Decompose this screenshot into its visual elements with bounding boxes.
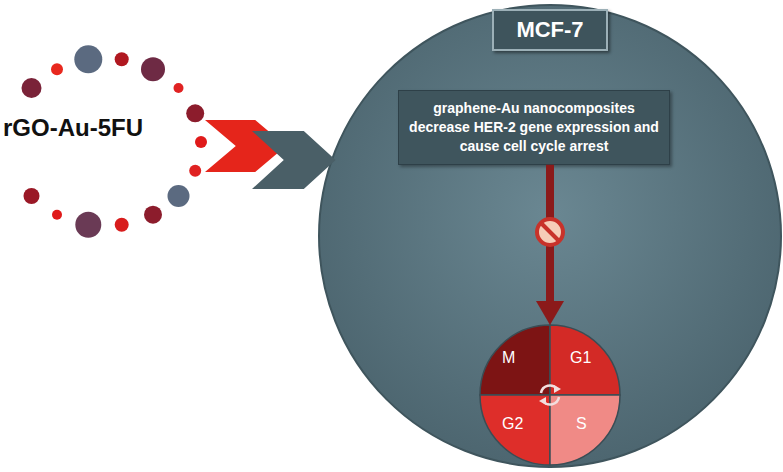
nanoparticle-dot [189, 165, 201, 177]
inhibit-slash [542, 224, 558, 240]
quadrant-fill [480, 395, 550, 465]
nanoparticle-dot [195, 136, 207, 148]
phase-quadrant: S [550, 395, 620, 465]
nanoparticle-ring [0, 50, 205, 240]
inhibit-symbol [537, 219, 563, 245]
nanoparticle-dot [168, 185, 190, 207]
cell-body [319, 5, 781, 467]
effect-text: graphene-Au nanocomposites decrease HER-… [409, 99, 659, 156]
nanoparticle-dot [144, 206, 162, 224]
phase-label: S [576, 415, 587, 433]
phase-quadrant: M [480, 325, 550, 395]
quadrant-fill [550, 325, 620, 395]
chevron [252, 131, 336, 189]
nanoparticle-dot [51, 63, 63, 75]
phase-quadrant: G2 [480, 395, 550, 465]
nanoparticle-dot [115, 218, 129, 232]
connector-arrow [536, 165, 564, 325]
cycle-arrows [539, 385, 561, 405]
nanoparticle-dot [115, 52, 129, 66]
phase-label: G2 [502, 415, 523, 433]
phase-label: M [502, 349, 515, 367]
nanoparticle-dot [141, 57, 165, 81]
nanoparticle-dot [186, 104, 204, 122]
quadrant-fill [550, 395, 620, 465]
phase-label: G1 [570, 349, 591, 367]
nanoparticle-dot [24, 188, 40, 204]
nanoparticle-dot [52, 210, 62, 220]
effect-box: graphene-Au nanocomposites decrease HER-… [398, 90, 670, 165]
arrow-head [536, 301, 564, 325]
nanoparticle-dot [74, 45, 102, 73]
connector-arrow [205, 120, 336, 189]
nanoparticle-dot [75, 212, 101, 238]
quadrant-fill [480, 325, 550, 395]
drug-label: rGO-Au-5FU [3, 114, 143, 142]
nanoparticle-dot [174, 83, 184, 93]
drug-nanocomposite: rGO-Au-5FU [0, 50, 205, 240]
nanoparticle-dot [22, 78, 42, 98]
phase-quadrant: G1 [550, 325, 620, 395]
cell-line-tab: MCF-7 [492, 9, 607, 51]
